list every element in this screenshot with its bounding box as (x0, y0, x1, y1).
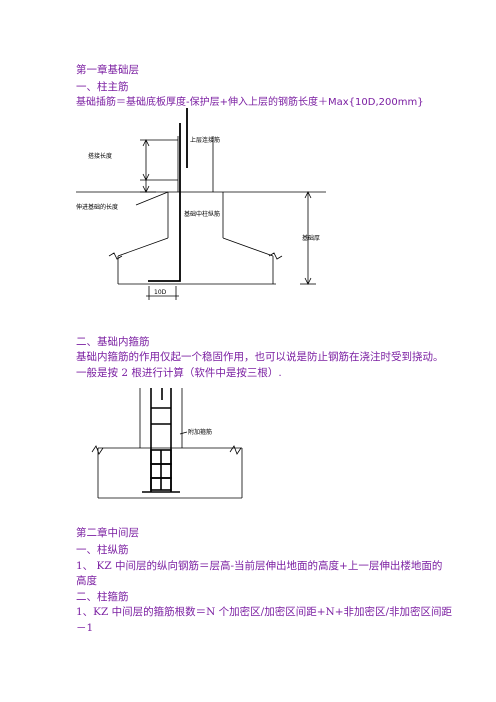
chapter2-title: 第二章中间层 (76, 527, 139, 539)
label-additional-stirrup: 附加箍筋 (188, 428, 212, 436)
label-upper-bar: 上层连接筋 (190, 136, 220, 144)
stirrup-paragraph-line1: 基础内箍筋的作用仅起一个稳固作用，也可以说是防止钢筋在浇注时受到挠动。 (76, 351, 444, 363)
stirrup-count-formula-line2: －1 (76, 622, 94, 634)
section-heading-longitudinal-bars: 一、柱纵筋 (76, 544, 129, 556)
chapter1-title: 第一章基础层 (76, 64, 139, 76)
longitudinal-bar-formula-line1: 1、 KZ 中间层的纵向钢筋＝层高-当前层伸出地面的高度+上一层伸出楼地面的 (76, 560, 443, 572)
label-lap-length: 搭接长度 (88, 152, 112, 160)
label-thickness: 基础厚 (302, 234, 320, 242)
longitudinal-bar-formula-line2: 高度 (76, 575, 97, 587)
label-10d: 10D (154, 289, 167, 296)
stirrup-count-formula-line1: 1、KZ 中间层的箍筋根数＝N 个加密区/加密区间距+N+非加密区/非加密区间距 (76, 606, 453, 618)
section-heading-stirrups: 二、基础内箍筋 (76, 336, 150, 348)
stirrup-paragraph-line2: 一般是按 2 根进行计算（软件中是按三根）. (76, 367, 282, 379)
label-inner-bar: 基础中柱纵筋 (184, 210, 220, 218)
formula-foundation-dowel: 基础插筋＝基础底板厚度-保护层+伸入上层的钢筋长度＋Max{10D,200mm} (76, 97, 424, 108)
foundation-dowel-diagram: 上层连接筋 搭接长度 伸进基础的长度 基础中柱纵筋 基础厚 10D (76, 108, 326, 300)
label-embed-length: 伸进基础的长度 (76, 203, 118, 211)
section-heading-main-bars: 一、柱主筋 (76, 81, 129, 93)
foundation-stirrup-diagram: 附加箍筋 (91, 388, 243, 499)
section-heading-column-stirrups: 二、柱箍筋 (76, 591, 129, 603)
